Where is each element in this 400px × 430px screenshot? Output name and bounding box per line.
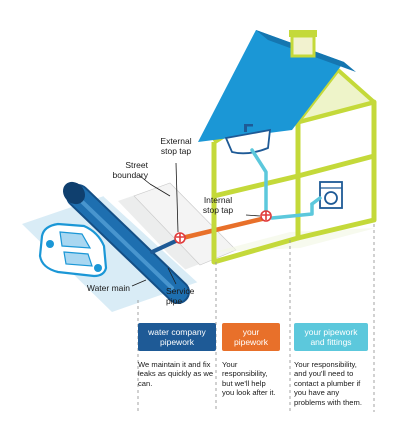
washing-machine-icon bbox=[319, 181, 343, 209]
label-leaders bbox=[131, 162, 261, 287]
legend-water-company: water company pipework We maintain it an… bbox=[138, 323, 216, 388]
legend-title-water-company: water company pipework bbox=[138, 323, 216, 351]
stop-tap-icon bbox=[174, 232, 186, 244]
service-pipe-label: Service pipe bbox=[166, 286, 195, 306]
legend-desc-your-fittings: Your responsibility, and you'll need to … bbox=[294, 360, 362, 407]
your-pipework-line bbox=[179, 215, 269, 241]
water-main-pipe bbox=[62, 181, 190, 304]
stop-tap-icon bbox=[260, 210, 272, 222]
divider-lines bbox=[137, 224, 375, 412]
house-pipework bbox=[250, 148, 322, 220]
legend-your-pipework: your pipework Your responsibility, but w… bbox=[222, 323, 280, 398]
sink-icon bbox=[224, 124, 272, 155]
external-stop-tap-label: External stop tap bbox=[160, 136, 192, 156]
legend-desc-water-company: We maintain it and fix leaks as quickly … bbox=[138, 360, 214, 388]
service-pipe bbox=[150, 238, 180, 254]
house bbox=[198, 30, 377, 265]
internal-stop-tap-label: Internal stop tap bbox=[202, 195, 234, 215]
legend-title-your-pipework: your pipework bbox=[222, 323, 280, 351]
legend-your-fittings: your pipework and fittings Your responsi… bbox=[294, 323, 368, 407]
legend-desc-your-pipework: Your responsibility, but we'll help you … bbox=[222, 360, 276, 398]
car-icon bbox=[38, 222, 108, 278]
street-boundary-label: Street boundary bbox=[112, 160, 148, 180]
water-main-label: Water main bbox=[86, 283, 130, 293]
legend-title-your-fittings: your pipework and fittings bbox=[294, 323, 368, 351]
